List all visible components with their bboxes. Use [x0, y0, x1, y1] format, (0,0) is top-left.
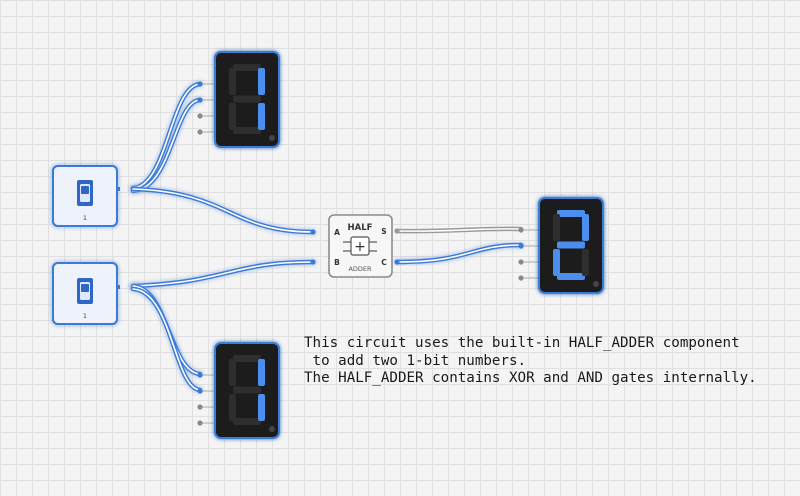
display-input-pin[interactable]	[518, 243, 524, 249]
display-input-pin[interactable]	[197, 97, 203, 103]
segment-e	[553, 249, 560, 276]
segment-b	[258, 68, 265, 95]
display-input-pin[interactable]	[197, 372, 203, 378]
adder-symbol: +	[354, 239, 366, 255]
pin-c-label: C	[381, 258, 387, 267]
adder-input-b-pin[interactable]	[310, 259, 316, 265]
segment-g	[233, 95, 261, 103]
switch-a-value-label: 1	[83, 214, 87, 222]
toggle-switch-icon[interactable]	[77, 180, 93, 206]
toggle-switch-icon[interactable]	[77, 278, 93, 304]
switch-b-output-pin[interactable]	[116, 285, 120, 289]
switch-a-output-pin[interactable]	[116, 187, 120, 191]
wire-switch-a-to-display-a[interactable]	[130, 81, 203, 194]
segment-d	[233, 127, 261, 134]
segment-a	[233, 64, 261, 71]
seven-segment-display-b[interactable]	[197, 342, 280, 439]
segment-g	[233, 386, 261, 394]
segment-b	[258, 359, 265, 386]
segment-f	[229, 359, 236, 386]
adder-input-a-pin[interactable]	[310, 229, 316, 235]
half-adder-title: HALF	[348, 223, 373, 233]
seven-segment-display-a[interactable]	[197, 51, 280, 148]
segment-d	[233, 418, 261, 425]
pin-a-label: A	[334, 228, 340, 237]
segment-b	[582, 214, 589, 241]
segment-c	[258, 394, 265, 421]
description-line: to add two 1-bit numbers.	[304, 352, 527, 369]
segment-c	[258, 103, 265, 130]
adder-output-s-pin[interactable]	[394, 228, 400, 234]
segment-e	[229, 394, 236, 421]
display-input-pin[interactable]	[197, 420, 203, 426]
switch-a[interactable]: 1	[52, 165, 120, 227]
pin-s-label: S	[381, 227, 386, 236]
display-input-pin[interactable]	[197, 129, 203, 135]
segment-f	[229, 68, 236, 95]
wires	[130, 81, 524, 393]
switch-b[interactable]: 1	[52, 262, 120, 325]
description-line: The HALF_ADDER contains XOR and AND gate…	[304, 370, 757, 386]
segment-d	[557, 273, 585, 280]
segment-a	[233, 355, 261, 362]
wire-adder-s-to-display[interactable]	[394, 226, 524, 234]
pin-b-label: B	[334, 258, 340, 267]
segment-f	[553, 214, 560, 241]
segment-a	[557, 210, 585, 217]
wire-switch-b-to-adder-b[interactable]	[130, 259, 316, 289]
display-input-pin[interactable]	[518, 227, 524, 233]
adder-icon: +	[343, 236, 377, 256]
display-input-pin[interactable]	[518, 275, 524, 281]
segment-e	[229, 103, 236, 130]
switch-b-value-label: 1	[83, 312, 87, 320]
display-input-pin[interactable]	[197, 113, 203, 119]
description-line: This circuit uses the built-in HALF_ADDE…	[304, 335, 740, 351]
display-input-pin[interactable]	[197, 388, 203, 394]
half-adder[interactable]: HALF ADDER + A B S C	[310, 214, 400, 278]
half-adder-subtitle: ADDER	[348, 265, 372, 273]
segment-c	[582, 249, 589, 276]
circuit-description: This circuit uses the built-in HALF_ADDE…	[304, 335, 757, 388]
wire-switch-b-to-display-b[interactable]	[130, 283, 203, 393]
seven-segment-display-output[interactable]	[518, 197, 604, 294]
wire-switch-a-to-adder-a[interactable]	[130, 186, 316, 235]
display-input-pin[interactable]	[518, 259, 524, 265]
decimal-point	[593, 281, 599, 287]
decimal-point	[269, 135, 275, 141]
decimal-point	[269, 426, 275, 432]
adder-output-c-pin[interactable]	[394, 259, 400, 265]
display-input-pin[interactable]	[197, 404, 203, 410]
segment-g	[557, 241, 585, 249]
wire-adder-c-to-display[interactable]	[394, 242, 524, 265]
display-input-pin[interactable]	[197, 81, 203, 87]
